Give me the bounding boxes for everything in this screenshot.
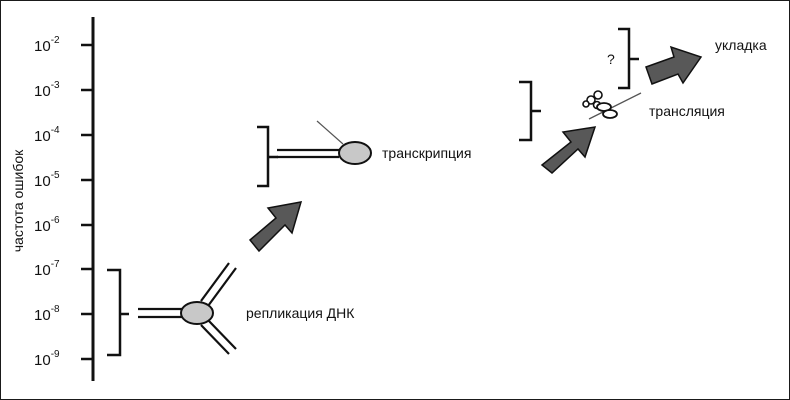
- tick-label: 10-5: [34, 170, 60, 190]
- translation-range-bracket: [519, 80, 541, 142]
- ribosome-peptide-icon: [582, 90, 642, 120]
- transcription-label: транскрипция: [382, 145, 471, 161]
- tick-label: 10-9: [34, 349, 60, 369]
- tick-label: 10-7: [34, 259, 60, 279]
- tick-label: 10-3: [34, 80, 60, 100]
- y-axis-title: частота ошибок: [10, 149, 26, 252]
- arrow-replication-to-transcription: [248, 201, 303, 253]
- replication-label: репликация ДНК: [246, 305, 355, 321]
- rna-polymerase-shape: [338, 141, 372, 165]
- folding-range-bracket: [618, 27, 639, 90]
- tick-label: 10-2: [34, 35, 60, 55]
- folding-question-mark: ?: [607, 51, 615, 67]
- arrow-translation-to-folding: [645, 45, 703, 85]
- y-axis-tick-labels: 10-2 10-3 10-4 10-5 10-6 10-7 10-8 10-9: [34, 35, 60, 369]
- arrow-transcription-to-translation: [540, 126, 597, 174]
- tick-label: 10-6: [34, 215, 60, 235]
- tick-label: 10-4: [34, 125, 60, 145]
- folding-label: укладка: [715, 37, 767, 53]
- replication-range-bracket: [107, 268, 129, 357]
- transcription-range-bracket: [257, 125, 278, 188]
- replication-fork-icon: [138, 262, 237, 355]
- y-axis-ticks: [81, 43, 93, 361]
- translation-label: трансляция: [649, 103, 725, 119]
- dna-polymerase-shape: [180, 301, 214, 325]
- transcription-complex-icon: [277, 120, 372, 165]
- tick-label: 10-8: [34, 304, 60, 324]
